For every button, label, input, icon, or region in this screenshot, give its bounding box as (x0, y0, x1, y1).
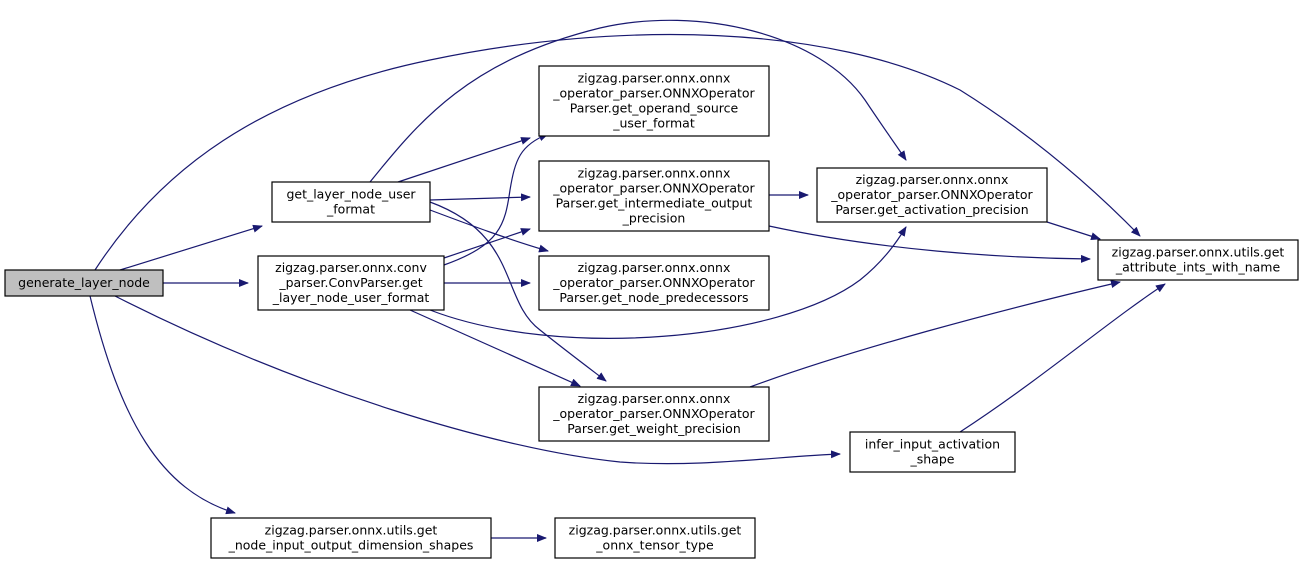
node-label-line: zigzag.parser.onnx.conv (275, 260, 427, 275)
node-get-intermediate-output-precision[interactable]: zigzag.parser.onnx.onnx_operator_parser.… (538, 160, 770, 232)
edge-conv_get_layer_node_user_format-to-get_activation_precision (429, 226, 907, 339)
node-get-node-input-output-dimension-shapes[interactable]: zigzag.parser.onnx.utils.get_node_input_… (210, 517, 492, 559)
edge-generate_layer_node-to-infer_input_activation_shape (114, 295, 841, 465)
node-box (816, 167, 1048, 223)
node-label-line: _operator_parser.ONNXOperator (552, 86, 755, 101)
node-conv-get-layer-node-user-format[interactable]: zigzag.parser.onnx.conv_parser.ConvParse… (257, 255, 445, 311)
node-generate-layer-node[interactable]: generate_layer_node (4, 269, 164, 297)
edge-get_layer_node_user_format-to-get_weight_precision (429, 201, 607, 382)
edge-get_intermediate_output_precision-to-get_attribute_ints_with_name (768, 225, 1091, 263)
node-label-line: infer_input_activation (865, 437, 1000, 452)
node-get-onnx-tensor-type[interactable]: zigzag.parser.onnx.utils.get_onnx_tensor… (554, 517, 756, 559)
edge-conv_get_layer_node_user_format-to-get_intermediate_output_precision (443, 228, 531, 259)
node-label-line: _onnx_tensor_type (595, 538, 714, 553)
edge-generate_layer_node-to-get_attribute_ints_with_name (94, 33, 1141, 271)
node-label-line: _format (326, 202, 375, 217)
edge-get_layer_node_user_format-to-get_intermediate_output_precision (429, 193, 531, 202)
node-label-line: zigzag.parser.onnx.utils.get (1112, 245, 1285, 260)
node-box (1097, 239, 1299, 281)
edge-get_activation_precision-to-get_attribute_ints_with_name (1046, 221, 1101, 241)
edges-layer (89, 19, 1166, 542)
node-box (849, 431, 1016, 473)
node-label-line: _precision (622, 211, 686, 226)
node-box (554, 517, 756, 559)
node-get-activation-precision[interactable]: zigzag.parser.onnx.onnx_operator_parser.… (816, 167, 1048, 223)
node-box (210, 517, 492, 559)
edge-get_weight_precision-to-get_attribute_ints_with_name (749, 280, 1121, 388)
edge-get_layer_node_user_format-to-get_operand_source_user_format (397, 137, 531, 183)
nodes-layer: generate_layer_node get_layer_node_user_f… (4, 65, 1299, 559)
node-get-weight-precision[interactable]: zigzag.parser.onnx.onnx_operator_parser.… (538, 386, 770, 442)
node-label-line: _operator_parser.ONNXOperator (552, 406, 755, 421)
node-label-line: zigzag.parser.onnx.onnx (856, 172, 1009, 187)
edge-generate_layer_node-to-get_node_input_output_dimension_shapes (89, 295, 236, 515)
node-label-line: _user_format (612, 116, 695, 131)
node-get-operand-source-user-format[interactable]: zigzag.parser.onnx.onnx_operator_parser.… (538, 65, 770, 137)
node-label-line: _node_input_output_dimension_shapes (228, 538, 474, 553)
edge-conv_get_layer_node_user_format-to-get_weight_precision (409, 309, 581, 387)
edge-generate_layer_node-to-get_layer_node_user_format (119, 224, 263, 271)
node-label-line: zigzag.parser.onnx.utils.get (265, 523, 438, 538)
node-label-line: _parser.ConvParser.get (278, 275, 422, 290)
node-infer-input-activation-shape[interactable]: infer_input_activation_shape (849, 431, 1016, 473)
node-get-attribute-ints-with-name[interactable]: zigzag.parser.onnx.utils.get_attribute_i… (1097, 239, 1299, 281)
node-box (538, 255, 770, 311)
node-label-line: _operator_parser.ONNXOperator (830, 187, 1033, 202)
edge-get_layer_node_user_format-to-get_activation_precision (369, 19, 907, 183)
node-box (538, 65, 770, 137)
node-box (538, 386, 770, 442)
node-label-line: _attribute_ints_with_name (1115, 260, 1281, 275)
node-label-line: zigzag.parser.onnx.onnx (578, 166, 731, 181)
edge-infer_input_activation_shape-to-get_attribute_ints_with_name (959, 283, 1166, 433)
node-label-line: zigzag.parser.onnx.utils.get (569, 523, 742, 538)
node-label-line: _layer_node_user_format (272, 290, 430, 305)
node-get-node-predecessors[interactable]: zigzag.parser.onnx.onnx_operator_parser.… (538, 255, 770, 311)
node-label-line: _operator_parser.ONNXOperator (552, 181, 755, 196)
node-get-layer-node-user-format[interactable]: get_layer_node_user_format (271, 181, 431, 223)
node-label-line: generate_layer_node (18, 275, 150, 290)
node-box (4, 269, 164, 297)
node-label-line: Parser.get_weight_precision (567, 421, 741, 436)
node-label-line: Parser.get_activation_precision (835, 202, 1028, 217)
node-label-line: zigzag.parser.onnx.onnx (578, 71, 731, 86)
edge-conv_get_layer_node_user_format-to-get_operand_source_user_format (443, 133, 549, 266)
node-label-line: Parser.get_intermediate_output (556, 196, 753, 211)
node-box (257, 255, 445, 311)
node-label-line: Parser.get_node_predecessors (559, 290, 748, 305)
node-label-line: zigzag.parser.onnx.onnx (578, 391, 731, 406)
node-box (538, 160, 770, 232)
node-label-line: _operator_parser.ONNXOperator (552, 275, 755, 290)
edge-get_layer_node_user_format-to-get_node_predecessors (429, 209, 549, 253)
node-label-line: Parser.get_operand_source (570, 101, 739, 116)
node-label-line: zigzag.parser.onnx.onnx (578, 260, 731, 275)
node-label-line: _shape (910, 452, 955, 467)
node-label-line: get_layer_node_user (286, 187, 416, 202)
node-box (271, 181, 431, 223)
